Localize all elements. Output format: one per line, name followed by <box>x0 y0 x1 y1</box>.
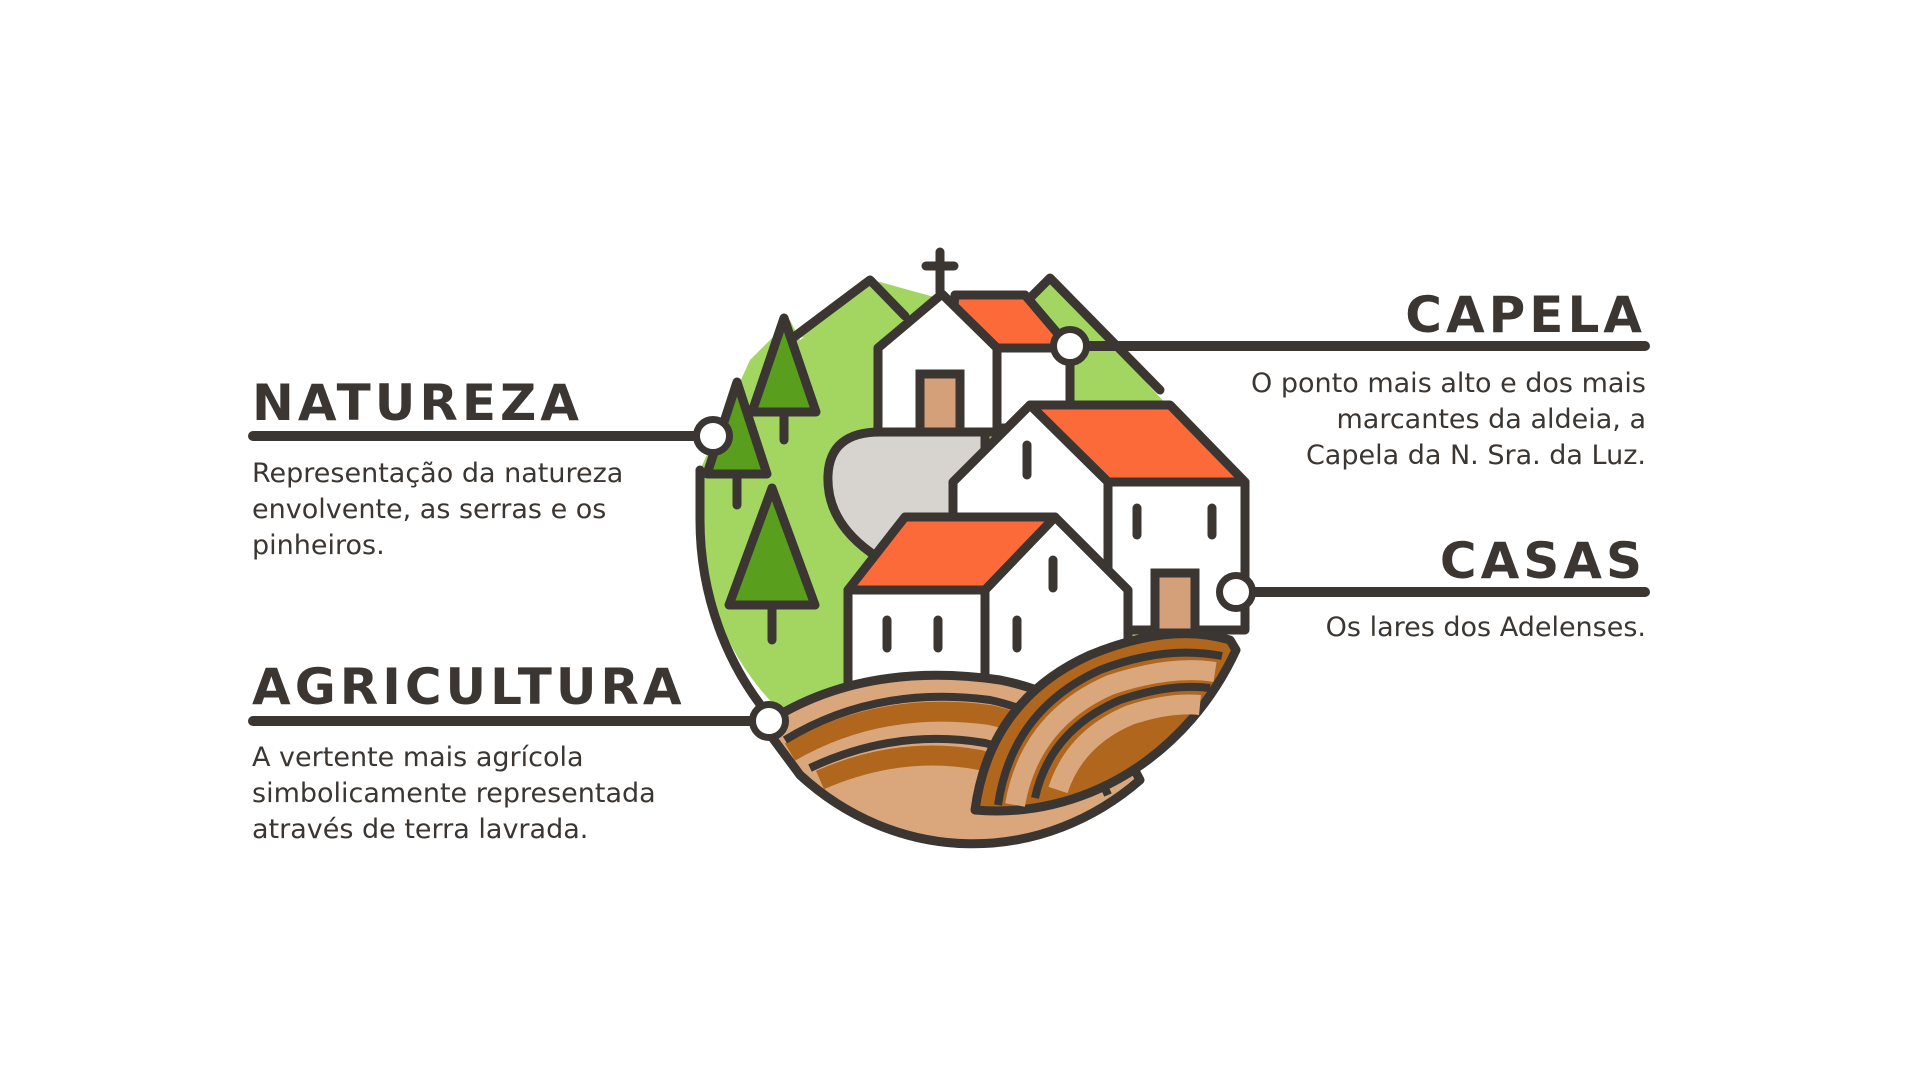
agricultura-title: AGRICULTURA <box>252 658 686 716</box>
village-path <box>823 427 990 593</box>
agricultura-connector-dot <box>749 701 789 741</box>
pine-tree-tall <box>747 313 821 445</box>
agricultura-description: A vertente mais agrícola simbolicamente … <box>252 742 656 845</box>
agricultura-connector-line <box>248 716 763 726</box>
chapel <box>873 247 1075 437</box>
capela-connector-dot <box>1050 326 1090 366</box>
natureza-title: NATUREZA <box>252 374 583 432</box>
mountain-left <box>785 275 910 345</box>
casas-connector-line <box>1240 587 1650 597</box>
capela-description: O ponto mais alto e dos mais marcantes d… <box>1251 368 1646 471</box>
natureza-description: Representação da natureza envolvente, as… <box>252 458 624 561</box>
casas-title: CASAS <box>1439 532 1646 590</box>
natureza-connector-line <box>248 431 706 441</box>
ploughed-fields <box>758 629 1241 849</box>
capela-title: CAPELA <box>1405 286 1646 344</box>
natureza-connector-dot <box>693 416 733 456</box>
capela-connector-line <box>1070 341 1650 351</box>
casas-connector-dot <box>1216 572 1256 612</box>
pine-tree-front <box>724 483 820 645</box>
casas-description: Os lares dos Adelenses. <box>1325 612 1646 643</box>
